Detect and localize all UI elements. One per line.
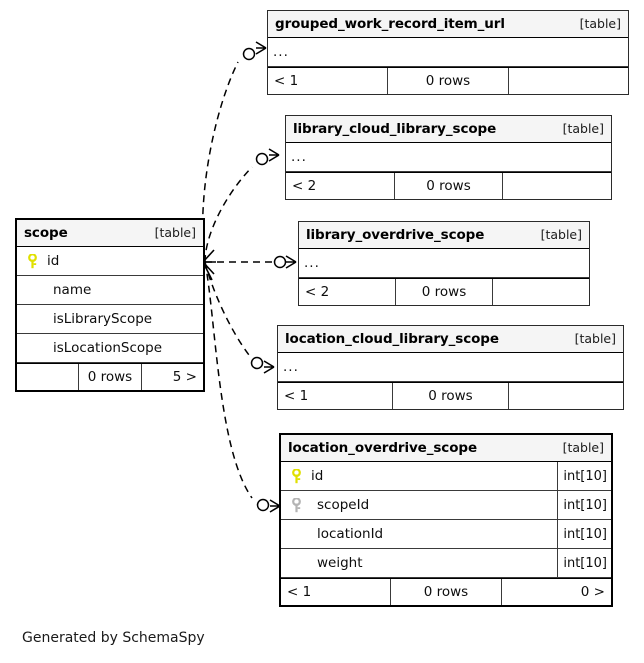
table-row[interactable]: id [17, 247, 203, 276]
table-row[interactable]: weight int[10] [281, 549, 611, 578]
table-row[interactable]: name [17, 276, 203, 305]
edge-scope-to-grouped-work-record-item-url [201, 41, 267, 263]
column-name: isLocationScope [53, 340, 163, 356]
table-title: library_overdrive_scope [306, 226, 485, 243]
column-type: int[10] [557, 491, 611, 519]
footer-child-count [503, 173, 611, 199]
table-row[interactable]: ... [286, 143, 611, 172]
column-type: int[10] [557, 520, 611, 548]
table-header-grouped-work-record-item-url: grouped_work_record_item_url [table] [268, 11, 628, 38]
key-icon-primary [17, 253, 43, 269]
key-icon-foreign [281, 497, 307, 513]
footer-row-count: 0 rows [396, 279, 493, 305]
edge-scope-to-library-overdrive-scope [205, 255, 297, 269]
column-type: int[10] [557, 549, 611, 577]
table-node-library-cloud-library-scope[interactable]: library_cloud_library_scope [table] ... … [285, 115, 612, 200]
column-name: name [53, 282, 92, 298]
footer-row-count: 0 rows [393, 383, 509, 409]
column-name: scopeId [317, 497, 370, 513]
footer-child-count [493, 279, 589, 305]
table-type-tag: [table] [154, 225, 196, 240]
edge-scope-to-location-cloud-library-scope [204, 261, 275, 374]
table-title: grouped_work_record_item_url [275, 15, 505, 32]
column-ellipsis: ... [283, 359, 299, 375]
column-name: locationId [317, 526, 384, 542]
table-footer-location-overdrive-scope: < 1 0 rows 0 > [281, 578, 611, 605]
footer-parent-count: < 1 [268, 68, 389, 94]
table-row[interactable]: isLocationScope [17, 334, 203, 363]
column-ellipsis: ... [273, 44, 289, 60]
footer-parent-count: < 1 [278, 383, 394, 409]
key-icon-primary [281, 468, 307, 484]
footer-parent-count: < 2 [286, 173, 395, 199]
column-ellipsis: ... [304, 255, 320, 271]
footer-child-count [509, 383, 623, 409]
table-footer-grouped-work-record-item-url: < 1 0 rows [268, 67, 628, 94]
table-node-library-overdrive-scope[interactable]: library_overdrive_scope [table] ... < 2 … [298, 221, 590, 306]
footer-parent-count: < 2 [299, 279, 396, 305]
table-row[interactable]: ... [278, 353, 623, 382]
table-node-location-overdrive-scope[interactable]: location_overdrive_scope [table] id int[… [279, 433, 613, 607]
table-row[interactable]: id int[10] [281, 462, 611, 491]
footer-child-count: 0 > [580, 584, 605, 600]
table-header-library-overdrive-scope: library_overdrive_scope [table] [299, 222, 589, 249]
table-node-location-cloud-library-scope[interactable]: location_cloud_library_scope [table] ...… [277, 325, 624, 410]
table-header-scope: scope [table] [17, 220, 203, 247]
footer-parent-count [17, 364, 80, 390]
footer-parent-count: < 1 [281, 579, 392, 605]
table-row[interactable]: isLibraryScope [17, 305, 203, 334]
footer-child-count [509, 68, 628, 94]
table-header-library-cloud-library-scope: library_cloud_library_scope [table] [286, 116, 611, 143]
edge-scope-to-location-overdrive-scope [204, 261, 281, 513]
column-name: id [311, 468, 324, 484]
table-title: location_overdrive_scope [288, 439, 478, 456]
table-row[interactable]: ... [299, 249, 589, 278]
column-type: int[10] [557, 462, 611, 490]
edge-scope-to-library-cloud-library-scope [204, 148, 280, 263]
table-type-tag: [table] [562, 440, 604, 455]
table-title: library_cloud_library_scope [293, 120, 497, 137]
footer-child-count: 5 > [172, 369, 197, 385]
column-ellipsis: ... [291, 149, 307, 165]
table-title: scope [24, 224, 68, 241]
column-name: weight [317, 555, 363, 571]
table-node-grouped-work-record-item-url[interactable]: grouped_work_record_item_url [table] ...… [267, 10, 629, 95]
table-row[interactable]: ... [268, 38, 628, 67]
table-footer-library-overdrive-scope: < 2 0 rows [299, 278, 589, 305]
table-title: location_cloud_library_scope [285, 330, 499, 347]
footer-row-count: 0 rows [395, 173, 504, 199]
table-type-tag: [table] [574, 331, 616, 346]
table-row[interactable]: scopeId int[10] [281, 491, 611, 520]
footer-row-count: 0 rows [391, 579, 502, 605]
table-footer-location-cloud-library-scope: < 1 0 rows [278, 382, 623, 409]
column-name: isLibraryScope [53, 311, 153, 327]
column-name: id [47, 253, 60, 269]
table-type-tag: [table] [579, 16, 621, 31]
table-header-location-cloud-library-scope: location_cloud_library_scope [table] [278, 326, 623, 353]
table-node-scope[interactable]: scope [table] id name isLibraryScope isL [15, 218, 205, 392]
table-type-tag: [table] [562, 121, 604, 136]
table-type-tag: [table] [540, 227, 582, 242]
table-header-location-overdrive-scope: location_overdrive_scope [table] [281, 435, 611, 462]
table-row[interactable]: locationId int[10] [281, 520, 611, 549]
generated-by-note: Generated by SchemaSpy [22, 630, 205, 646]
footer-row-count: 0 rows [79, 364, 142, 390]
footer-row-count: 0 rows [388, 68, 509, 94]
table-footer-scope: 0 rows 5 > [17, 363, 203, 390]
table-footer-library-cloud-library-scope: < 2 0 rows [286, 172, 611, 199]
